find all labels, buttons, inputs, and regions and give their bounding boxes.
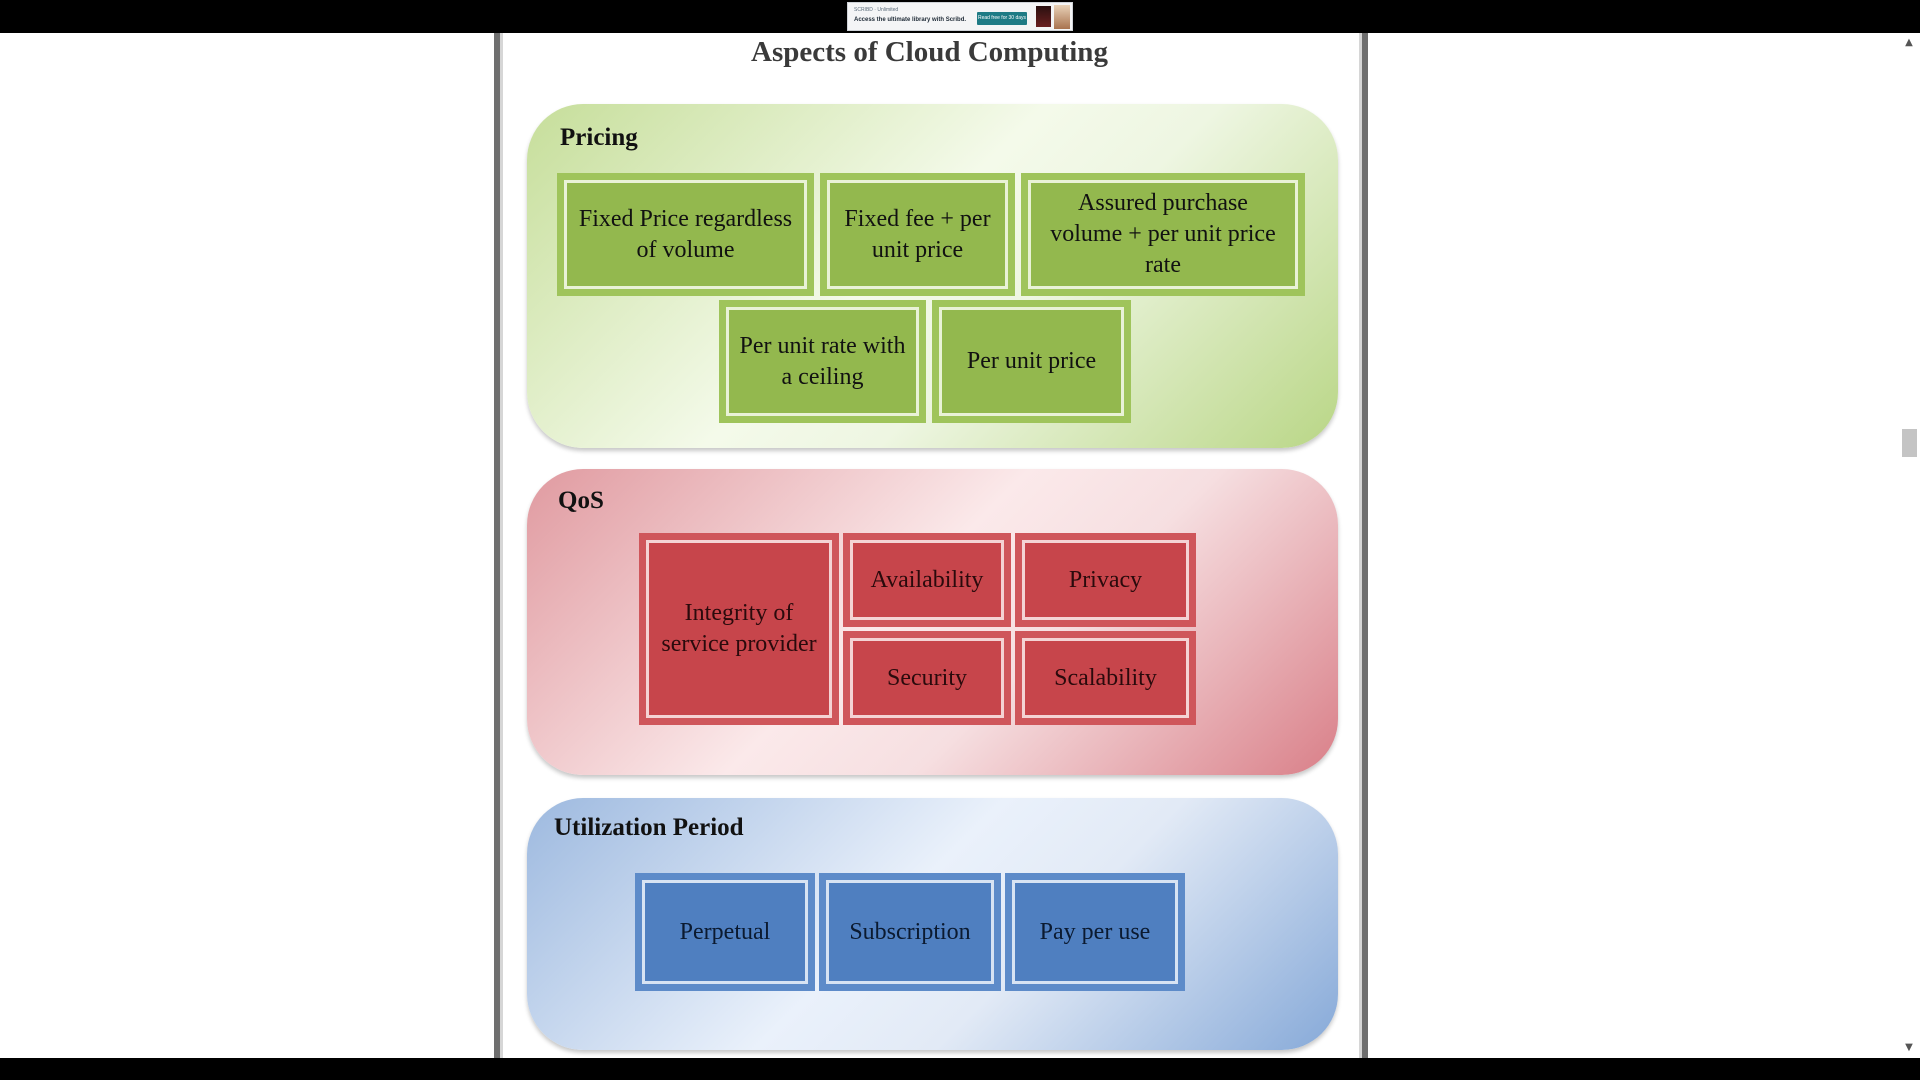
pricing-box-label: Per unit rate with a ceiling: [739, 332, 906, 390]
pricing-box: Fixed fee + per unit price: [820, 173, 1015, 296]
bottom-bar: [0, 1058, 1920, 1080]
top-bar: SCRIBD · Unlimited Access the ultimate l…: [0, 0, 1920, 33]
diagram-title: Aspects of Cloud Computing: [751, 36, 1108, 68]
pricing-panel: Pricing Fixed Price regardless of volume…: [527, 104, 1338, 448]
document-right-border: [1359, 33, 1368, 1058]
ad-banner[interactable]: SCRIBD · Unlimited Access the ultimate l…: [847, 2, 1073, 31]
triangle-down-icon[interactable]: ▼: [1905, 1042, 1913, 1053]
pricing-box-label: Per unit price: [966, 348, 1097, 374]
qos-box-label: Availability: [870, 566, 984, 593]
document-left-border: [494, 33, 503, 1058]
qos-label: QoS: [558, 487, 604, 514]
ad-book-cover-image: [1036, 6, 1051, 27]
scrollbar-thumb[interactable]: [1902, 429, 1917, 457]
qos-box-label: Privacy: [1068, 566, 1143, 593]
pricing-box-label: Fixed Price regardless of volume: [578, 205, 793, 263]
utilization-box: Subscription: [819, 873, 1001, 991]
pricing-box: Fixed Price regardless of volume: [557, 173, 814, 296]
qos-box: Security: [843, 631, 1011, 725]
vertical-scrollbar[interactable]: ▲ ▼: [1898, 33, 1920, 1058]
qos-box: Scalability: [1015, 631, 1196, 725]
qos-box-label: Integrity of service provider: [661, 600, 817, 657]
utilization-box: Pay per use: [1005, 873, 1185, 991]
pricing-box-label: Fixed fee + per unit price: [844, 205, 991, 263]
pricing-box: Per unit rate with a ceiling: [719, 300, 926, 423]
qos-box: Availability: [843, 533, 1011, 627]
utilization-box-label: Subscription: [849, 918, 971, 945]
pricing-box: Assured purchase volume + per unit price…: [1021, 173, 1305, 296]
qos-box-label: Security: [887, 664, 967, 691]
qos-box-label: Scalability: [1054, 664, 1157, 691]
qos-box: Integrity of service provider: [639, 533, 839, 725]
pricing-label: Pricing: [560, 124, 638, 151]
utilization-label: Utilization Period: [554, 814, 744, 841]
utilization-box-label: Pay per use: [1039, 918, 1151, 945]
triangle-up-icon[interactable]: ▲: [1905, 37, 1913, 48]
pricing-box-label: Assured purchase volume + per unit price…: [1050, 190, 1276, 278]
pricing-box: Per unit price: [932, 300, 1131, 423]
qos-box: Privacy: [1015, 533, 1196, 627]
ad-book-cover-image: [1054, 5, 1070, 29]
utilization-box-label: Perpetual: [679, 918, 771, 945]
qos-panel: QoS Integrity of service provider Availa…: [527, 469, 1338, 775]
ad-text: Access the ultimate library with Scribd.: [854, 17, 967, 23]
ad-cta-button[interactable]: Read free for 30 days: [977, 12, 1027, 25]
utilization-panel: Utilization Period Perpetual Subscriptio…: [527, 798, 1338, 1050]
ad-subtext: SCRIBD · Unlimited: [854, 7, 899, 13]
utilization-box: Perpetual: [635, 873, 815, 991]
